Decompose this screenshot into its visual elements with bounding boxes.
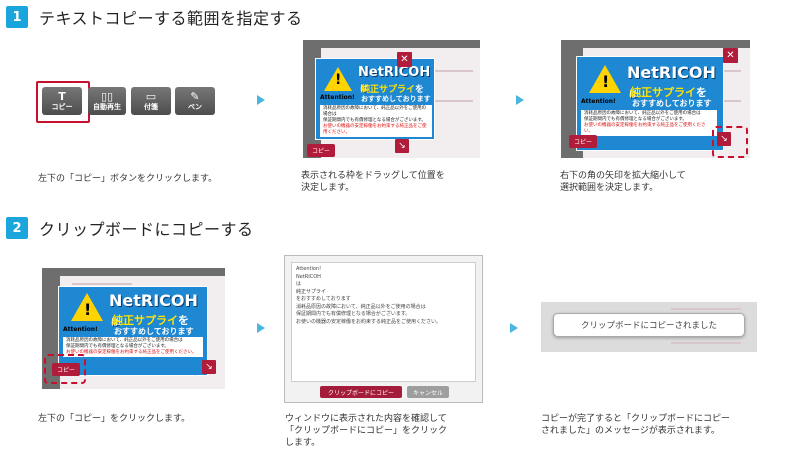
copy-tag[interactable]: コピー [52,363,81,376]
ad-attention: Attention! [581,98,616,105]
ad-attention: Attention! [63,326,98,333]
pen-icon: ✎ [190,89,200,103]
ad-line2: おすすめしております [114,327,194,336]
screenshot-resize-frame: ! NetRICOHは 純正サプライを おすすめしております Attention… [561,40,750,158]
copy-button-label: コピー [51,102,73,111]
sticky-note-button[interactable]: ▭ 付箋 [131,87,171,115]
ad-line1: 純正サプライを [630,86,707,99]
screenshot-click-copy: ! NetRICOHは 純正サプライを おすすめしております Attention… [42,268,225,389]
resize-highlight [712,126,748,158]
step1-number: 1 [6,6,28,28]
screenshot-drag-frame: ! NetRICOHは 純正サプライを おすすめしております Attention… [303,40,480,158]
ad-line2: おすすめしております [632,99,712,108]
ad-note: 消耗品原因の故障において、純正品以外をご使用の場合は保証期間内でも有償修理となる… [320,105,432,137]
copy-to-clipboard-button[interactable]: クリップボードにコピー [320,386,402,398]
copy-complete-message: クリップボードにコピーされました [553,313,745,337]
step1-caption-2: 表示される枠をドラッグして位置を 決定します。 [301,171,445,193]
warning-triangle-icon [71,293,103,321]
resize-handle-icon[interactable]: ↘ [717,132,731,146]
ad-brand: NetRICOHは [627,63,716,99]
step2-caption-2: ウィンドウに表示された内容を確認して 「クリップボードにコピー」をクリック しま… [285,414,448,448]
step2-caption-1: 左下の「コピー」をクリックします。 [38,414,191,424]
ad-brand: NetRICOHは [358,65,431,93]
step1-caption-3: 右下の角の矢印を拡大縮小して 選択範囲を決定します。 [560,171,686,193]
flow-arrow-icon [257,95,265,105]
step2-header: 2 クリップボードにコピーする [6,217,254,239]
copy-tag-highlight [44,354,86,384]
step2-title: クリップボードにコピーする [39,220,254,239]
autoplay-button[interactable]: ▯▯ 自動再生 [88,87,126,115]
pen-button-label: ペン [188,102,202,111]
ad-note: 消耗品原因の故障において、純正品以外をご使用の場合は保証期間内でも有償修理となる… [581,110,717,136]
close-icon[interactable]: ✕ [723,48,738,63]
step2-caption-3: コピーが完了すると「クリップボードにコピー されました」のメッセージが表示されま… [541,414,731,436]
copy-tag[interactable]: コピー [307,144,336,157]
flow-arrow-icon [516,95,524,105]
dialog-text-area[interactable]: Attention! NetRICOH は 純正サプライ をおすすめしております… [291,262,476,382]
cancel-button[interactable]: キャンセル [407,386,449,398]
pen-button[interactable]: ✎ ペン [175,87,215,115]
copy-dialog: Attention! NetRICOH は 純正サプライ をおすすめしております… [284,255,483,403]
ad-note: 消耗品原因の故障において、純正品以外をご使用の場合は保証期間内でも有償修理となる… [63,337,203,357]
close-icon[interactable]: ✕ [397,52,412,67]
resize-handle-icon[interactable]: ↘ [395,139,409,153]
ad-line2: おすすめしております [361,95,431,103]
sticky-note-button-label: 付箋 [144,102,158,111]
ad-attention: Attention! [320,94,355,101]
ad-line1: 純正サプライを [361,85,425,95]
flow-arrow-icon [510,323,518,333]
autoplay-button-label: 自動再生 [93,102,121,111]
screenshot-copy-done: クリップボードにコピーされました [541,302,757,352]
flow-arrow-icon [257,323,265,333]
text-icon: T [58,89,66,103]
copy-button[interactable]: T コピー [42,87,82,115]
book-icon: ▯▯ [100,89,114,103]
copy-tag[interactable]: コピー [569,135,598,148]
warning-triangle-icon [589,65,621,93]
ad-banner: ! NetRICOHは 純正サプライを おすすめしております Attention… [58,286,208,376]
copy-button-highlight [36,81,90,123]
warning-triangle-icon [324,67,352,91]
step1-title: テキストコピーする範囲を指定する [39,9,303,28]
sticky-note-icon: ▭ [145,89,157,103]
resize-handle-icon[interactable]: ↘ [202,360,216,374]
ad-brand: NetRICOHは [109,291,198,327]
step2-number: 2 [6,217,28,239]
ad-line1: 純正サプライを [112,314,189,327]
step1-caption-1: 左下の「コピー」ボタンをクリックします。 [38,174,218,184]
ad-banner: ! NetRICOHは 純正サプライを おすすめしております Attention… [315,58,435,140]
step1-header: 1 テキストコピーする範囲を指定する [6,6,303,28]
ad-banner: ! NetRICOHは 純正サプライを おすすめしております Attention… [576,56,724,151]
